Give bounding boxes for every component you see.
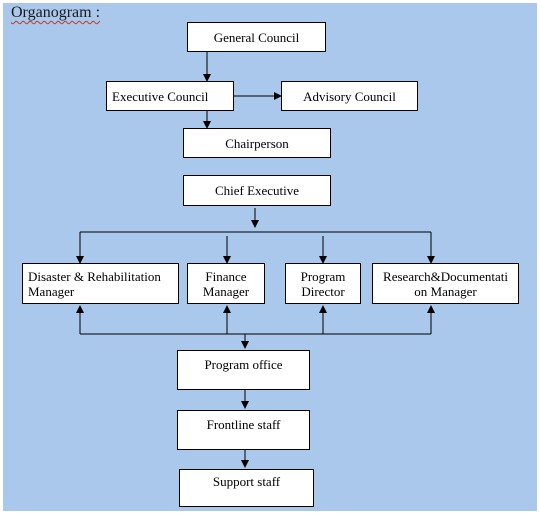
node-program-director: Program Director bbox=[285, 263, 361, 304]
node-program-office: Program office bbox=[177, 350, 310, 390]
node-disaster-rehabilitation-manager: Disaster & Rehabilitation Manager bbox=[22, 263, 179, 304]
node-research-documentation-manager: Research&Documentati on Manager bbox=[372, 263, 519, 304]
node-finance-manager: Finance Manager bbox=[187, 263, 265, 304]
node-advisory-council: Advisory Council bbox=[281, 81, 418, 111]
node-chairperson: Chairperson bbox=[183, 128, 331, 158]
node-chief-executive: Chief Executive bbox=[183, 175, 331, 206]
diagram-title: Organogram : bbox=[11, 4, 101, 21]
node-executive-council: Executive Council bbox=[106, 81, 234, 111]
node-general-council: General Council bbox=[187, 22, 326, 52]
node-frontline-staff: Frontline staff bbox=[177, 410, 310, 450]
connector-layer bbox=[76, 51, 435, 468]
node-support-staff: Support staff bbox=[179, 469, 314, 507]
diagram-canvas: Organogram : General Council bbox=[3, 3, 537, 511]
